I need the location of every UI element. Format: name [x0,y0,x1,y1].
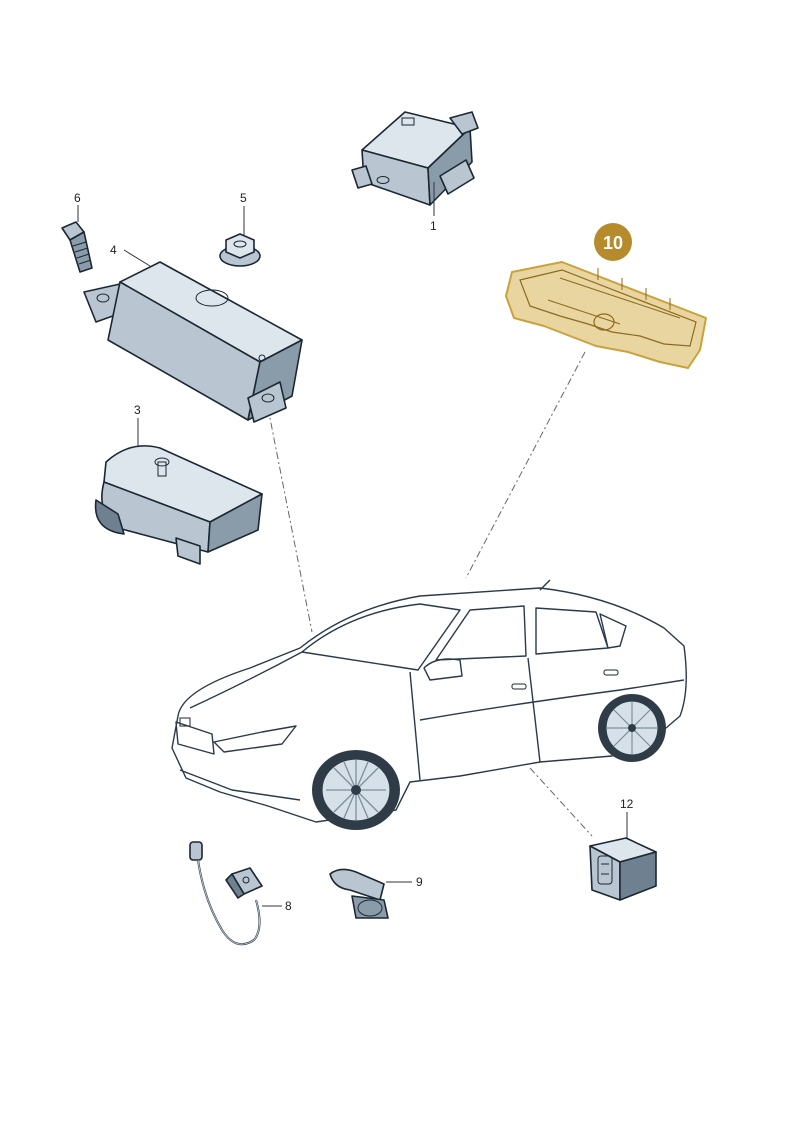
label-9: 9 [416,875,423,889]
part-8-sensor-cable[interactable] [189,841,263,946]
callout-badge-10[interactable]: 10 [594,223,632,261]
part-4-module-housing[interactable] [83,261,303,423]
label-8: 8 [285,899,292,913]
label-3: 3 [134,403,141,417]
part-6-bolt[interactable] [61,221,93,273]
car-illustration [171,579,687,830]
label-10: 10 [603,233,623,253]
leader-4 [123,249,151,267]
label-1: 1 [430,219,437,233]
label-12: 12 [620,797,634,811]
label-6: 6 [74,191,81,205]
part-1-control-unit[interactable] [351,111,479,206]
label-4: 4 [110,243,117,257]
part-5-nut[interactable] [219,233,261,267]
part-10-bracket-highlighted[interactable] [505,261,707,369]
part-9-holder-clip[interactable] [329,868,389,919]
reference-lines [267,351,593,837]
part-12-switch[interactable] [589,837,657,901]
label-5: 5 [240,191,247,205]
part-3-alarm-horn[interactable] [94,445,263,565]
